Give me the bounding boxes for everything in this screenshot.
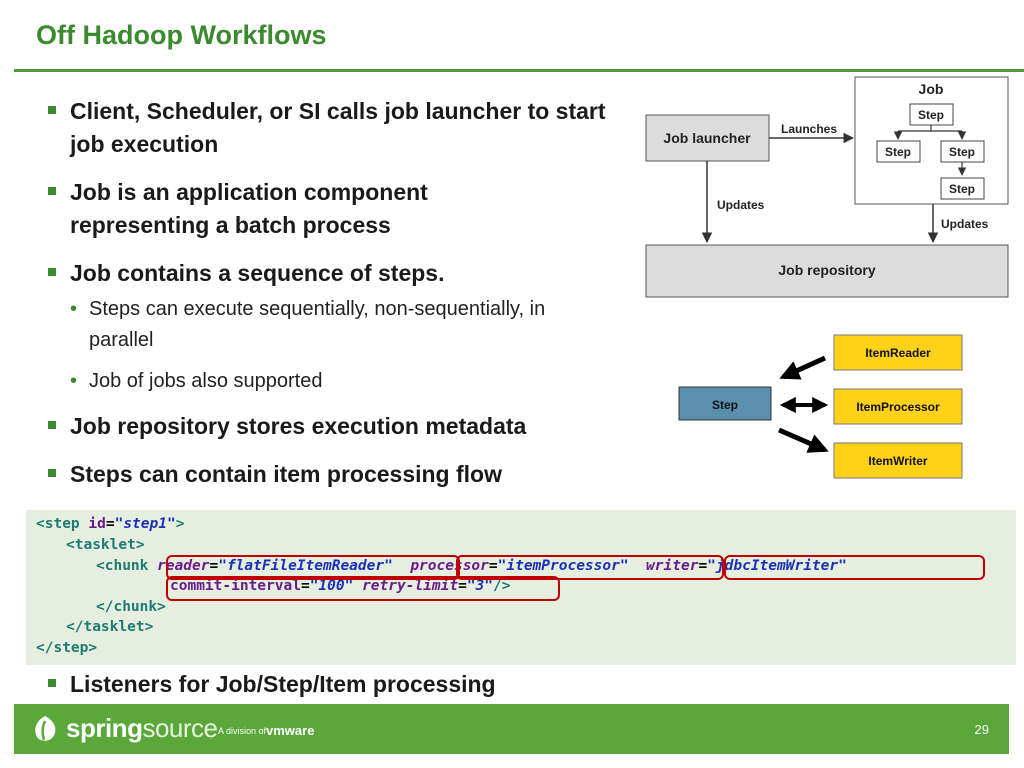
- writer-highlight: [724, 555, 985, 580]
- bullet-square-icon: [48, 106, 56, 114]
- footer-bar: springsource A division of vmware 29: [14, 704, 1009, 754]
- bullet-square-icon: [48, 469, 56, 477]
- item-reader-label: ItemReader: [865, 346, 931, 360]
- springsource-leaf-icon: [35, 716, 56, 741]
- slide-title: Off Hadoop Workflows: [36, 20, 327, 50]
- writer-arrow: [778, 427, 829, 453]
- bullet-item: Client, Scheduler, or SI calls job launc…: [46, 95, 630, 161]
- job-launcher-label: Job launcher: [663, 130, 751, 146]
- processor-highlight: [456, 555, 724, 580]
- bullet-square-icon: [48, 679, 56, 687]
- bullet-dot-icon: •: [70, 370, 78, 392]
- vmware-logo: vmware: [266, 723, 315, 738]
- code-line: <step id="step1">: [36, 516, 185, 532]
- job-step-box: [876, 140, 921, 163]
- interval-highlight: [166, 576, 560, 601]
- job-launcher-box: [645, 114, 770, 162]
- job-repository-label: Job repository: [778, 262, 875, 278]
- bullet-list-bottom: Listeners for Job/Step/Item processing: [46, 668, 646, 701]
- title-divider: [14, 69, 1024, 72]
- updates-left-label: Updates: [717, 198, 765, 212]
- division-text: A division of: [218, 726, 267, 736]
- step-item-diagram: Step ItemReader ItemProcessor ItemWriter: [678, 334, 963, 479]
- bullet-list: Client, Scheduler, or SI calls job launc…: [46, 95, 646, 491]
- item-processor-box: [833, 388, 963, 425]
- updates-right-label: Updates: [941, 217, 989, 231]
- code-line: </step>: [36, 640, 98, 656]
- sub-bullet-item: • Job of jobs also supported: [46, 366, 559, 397]
- item-processor-label: ItemProcessor: [856, 400, 940, 414]
- job-flow-diagram: Job launcher Launches Job Step Step Step…: [645, 76, 1009, 298]
- bullet-item: Job repository stores execution metadata: [46, 410, 670, 443]
- bullet-item: Job contains a sequence of steps.: [46, 257, 630, 290]
- page-number: 29: [974, 722, 989, 737]
- bullet-dot-icon: •: [70, 298, 78, 320]
- job-step-label: Step: [885, 145, 911, 159]
- item-writer-box: [833, 442, 963, 479]
- step-box: [678, 386, 772, 421]
- reader-arrow: [779, 355, 827, 380]
- bullet-square-icon: [48, 421, 56, 429]
- job-step-label: Step: [949, 145, 975, 159]
- job-step-label: Step: [918, 108, 944, 122]
- code-line: <tasklet>: [66, 537, 145, 553]
- job-step-box: [940, 177, 985, 200]
- bullet-item: Job is an application component represen…: [46, 176, 550, 242]
- xml-code-block: <step id="step1"> <tasklet> <chunk reade…: [26, 510, 1016, 665]
- code-line: commit-interval="100" retry-limit="3"/>: [170, 578, 511, 594]
- bullet-item: Steps can contain item processing flow: [46, 458, 670, 491]
- step-box-label: Step: [712, 398, 738, 412]
- bullet-square-icon: [48, 187, 56, 195]
- launches-label: Launches: [781, 122, 837, 136]
- job-repository-box: [645, 244, 1009, 298]
- sub-bullet-item: • Steps can execute sequentially, non-se…: [46, 294, 559, 356]
- job-label: Job: [919, 81, 944, 97]
- reader-highlight: [166, 555, 460, 580]
- code-line: </tasklet>: [66, 619, 154, 635]
- code-line: <chunk reader="flatFileItemReader" proce…: [96, 558, 847, 574]
- job-step-label: Step: [949, 182, 975, 196]
- code-line: </chunk>: [96, 599, 166, 615]
- item-writer-label: ItemWriter: [868, 454, 927, 468]
- springsource-logo: springsource: [66, 713, 218, 743]
- item-reader-box: [833, 334, 963, 371]
- bullet-square-icon: [48, 268, 56, 276]
- bullet-item: Listeners for Job/Step/Item processing: [46, 668, 646, 701]
